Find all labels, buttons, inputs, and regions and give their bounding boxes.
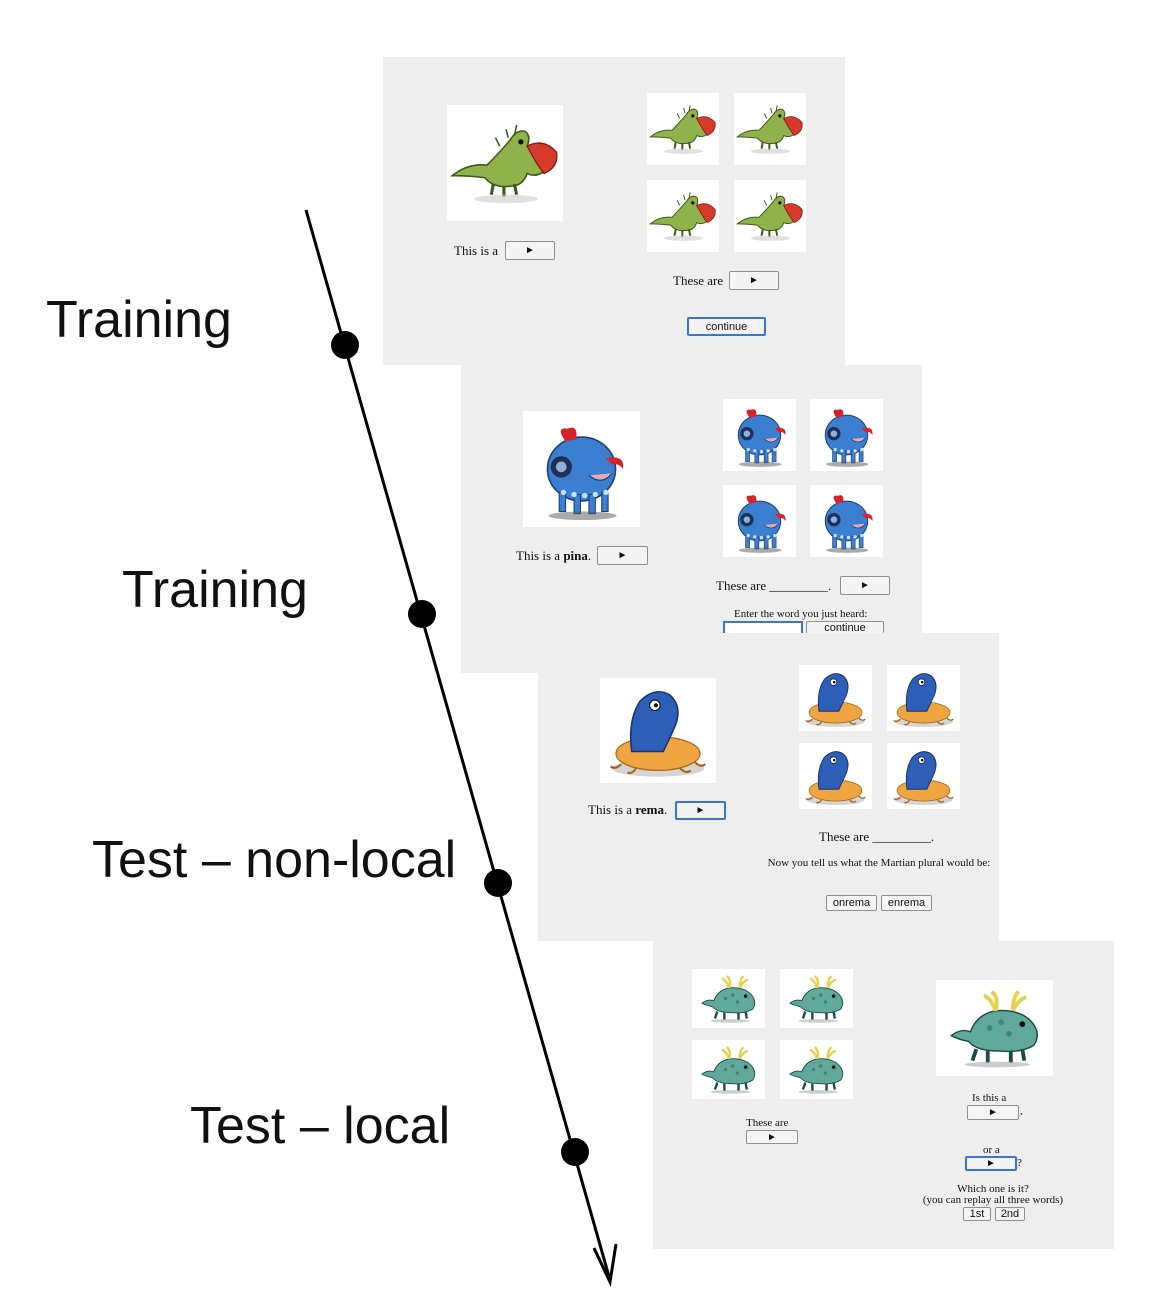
play-singular-button[interactable]: ► — [505, 241, 555, 260]
singular-word: rema — [635, 802, 664, 817]
blue-monster-icon — [723, 485, 796, 557]
singular-word: pina — [563, 548, 588, 563]
phase-label-training-2: Training — [122, 561, 308, 619]
screen-training-1: This is a ► These are ► continue — [383, 57, 845, 365]
which-one-text: Which one is it? — [957, 1183, 1029, 1195]
word-input[interactable] — [723, 621, 803, 633]
option-enrema-button[interactable]: enrema — [881, 895, 932, 911]
play-plural-button[interactable]: ► — [746, 1130, 798, 1144]
teal-creature-icon — [780, 1040, 853, 1099]
play-second-word-button[interactable]: ► — [965, 1156, 1017, 1171]
replay-hint-text: (you can replay all three words) — [922, 1194, 1064, 1206]
slug-creature-icon — [600, 678, 716, 783]
phase-label-test-local: Test – local — [190, 1097, 451, 1155]
slug-creature-icon — [799, 665, 872, 731]
singular-text: This is a pina. — [516, 548, 592, 563]
screen-training-2: This is a pina. ► These are _________. ►… — [461, 365, 922, 673]
phase-label-training-1: Training — [46, 291, 232, 349]
continue-button[interactable]: continue — [687, 317, 766, 336]
option-1st-button[interactable]: 1st — [963, 1207, 991, 1221]
plural-text: These are _________. — [716, 578, 832, 593]
teal-creature-icon — [780, 969, 853, 1028]
play-first-word-button[interactable]: ► — [967, 1105, 1019, 1120]
dragon-creature-icon — [447, 105, 563, 221]
comma-text: , — [1020, 1105, 1023, 1117]
slug-creature-icon — [887, 743, 960, 809]
play-plural-button[interactable]: ► — [840, 576, 890, 595]
teal-creature-icon — [936, 980, 1053, 1076]
plural-text: These are — [746, 1117, 789, 1129]
blue-monster-icon — [723, 399, 796, 471]
timeline-marker-2 — [408, 600, 436, 628]
blue-monster-icon — [810, 485, 883, 557]
teal-creature-icon — [692, 969, 765, 1028]
continue-button[interactable]: continue — [806, 621, 884, 633]
slug-creature-icon — [799, 743, 872, 809]
play-singular-button[interactable]: ► — [597, 546, 648, 565]
option-onrema-button[interactable]: onrema — [826, 895, 877, 911]
screen-test-nonlocal: This is a rema. ► These are _________. N… — [538, 633, 999, 941]
screen-test-local: These are ► Is this a ► , or a ► ? Which… — [653, 941, 1114, 1249]
blue-monster-icon — [523, 411, 640, 527]
plural-prompt: Now you tell us what the Martian plural … — [767, 857, 991, 869]
singular-text: This is a rema. — [588, 802, 668, 817]
dragon-creature-icon — [734, 93, 806, 165]
slug-creature-icon — [887, 665, 960, 731]
play-plural-button[interactable]: ► — [729, 271, 779, 290]
option-2nd-button[interactable]: 2nd — [995, 1207, 1025, 1221]
or-a-text: or a — [983, 1144, 1000, 1156]
timeline-marker-1 — [331, 331, 359, 359]
question-mark-text: ? — [1017, 1157, 1022, 1169]
enter-word-instruction: Enter the word you just heard: — [734, 608, 868, 620]
teal-creature-icon — [692, 1040, 765, 1099]
plural-text: These are _________. — [819, 829, 935, 844]
dragon-creature-icon — [734, 180, 806, 252]
blue-monster-icon — [810, 399, 883, 471]
question-is-this-a: Is this a — [972, 1092, 1007, 1104]
play-singular-button[interactable]: ► — [675, 801, 726, 820]
singular-text: This is a — [454, 243, 499, 258]
timeline-marker-4 — [561, 1138, 589, 1166]
dragon-creature-icon — [647, 180, 719, 252]
timeline-arrowhead — [592, 1243, 618, 1288]
phase-label-test-nonlocal: Test – non-local — [92, 831, 457, 889]
timeline-line — [304, 209, 612, 1281]
timeline-marker-3 — [484, 869, 512, 897]
plural-text: These are — [673, 273, 724, 288]
dragon-creature-icon — [647, 93, 719, 165]
